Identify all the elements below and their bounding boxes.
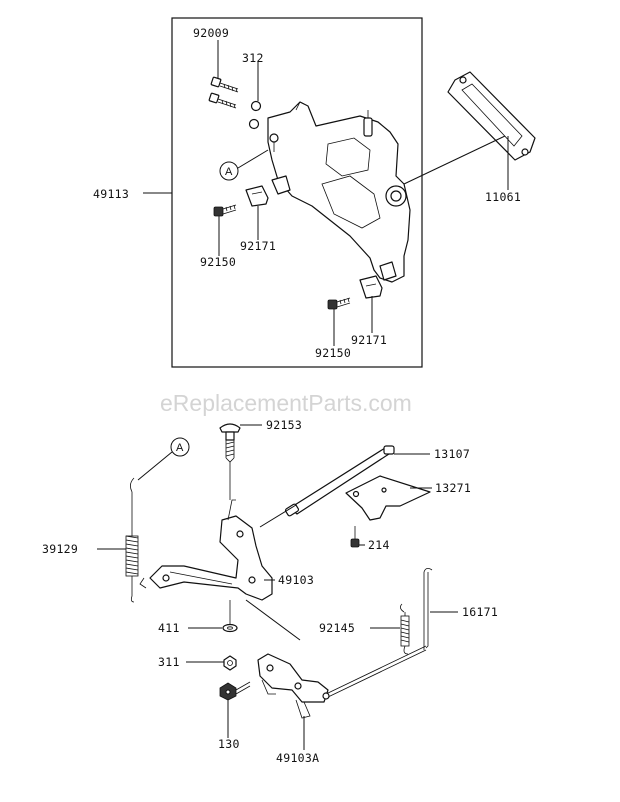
leader-11061-gasket xyxy=(403,135,506,185)
svg-text:A: A xyxy=(225,166,233,178)
label-92171-lower: 92171 xyxy=(351,333,387,347)
gasket-11061 xyxy=(447,71,536,161)
label-11061: 11061 xyxy=(485,190,521,204)
label-92145: 92145 xyxy=(319,621,355,635)
bolt-130 xyxy=(219,681,251,701)
label-130: 130 xyxy=(218,737,240,751)
washer-411 xyxy=(222,600,238,633)
label-49103: 49103 xyxy=(278,573,314,587)
label-92150-upper: 92150 xyxy=(200,255,236,269)
plate-13271 xyxy=(345,475,431,521)
control-bracket-plate xyxy=(267,101,411,283)
label-92009: 92009 xyxy=(193,26,229,40)
bolt-92009-lower xyxy=(208,92,237,109)
nut-311 xyxy=(223,655,237,671)
carriage-bolt-92153 xyxy=(219,423,241,463)
screw-92150-lower xyxy=(327,297,351,310)
nut-312 xyxy=(248,100,262,130)
svg-text:A: A xyxy=(176,442,184,454)
watermark: eReplacementParts.com xyxy=(160,390,412,416)
clip-92171-lower xyxy=(359,275,383,299)
label-92171-upper: 92171 xyxy=(240,239,276,253)
ref-marker-a-bottom: A xyxy=(137,437,190,481)
screw-214 xyxy=(350,526,360,548)
label-39129: 39129 xyxy=(42,542,78,556)
bolt-92009-upper xyxy=(210,76,239,93)
ref-marker-a-top: A xyxy=(219,149,269,181)
spring-92145 xyxy=(400,603,410,655)
label-16171: 16171 xyxy=(462,605,498,619)
lever-link-49103A xyxy=(257,653,329,719)
screw-92150-upper xyxy=(213,204,237,217)
leader-lever-link xyxy=(245,599,301,641)
label-49113: 49113 xyxy=(93,187,129,201)
label-13107: 13107 xyxy=(434,447,470,461)
label-311: 311 xyxy=(158,655,180,669)
control-shaft-13107 xyxy=(284,445,395,517)
label-92150-lower: 92150 xyxy=(315,346,351,360)
label-92153: 92153 xyxy=(266,418,302,432)
label-312: 312 xyxy=(242,51,264,65)
leader-shaft-lever xyxy=(259,504,297,528)
control-lever-49103 xyxy=(139,462,273,601)
governor-spring-39129 xyxy=(125,477,139,603)
label-214: 214 xyxy=(368,538,390,552)
clip-92171-upper xyxy=(245,185,269,207)
label-411: 411 xyxy=(158,621,180,635)
control-rod-16171 xyxy=(322,568,433,700)
label-49103A: 49103A xyxy=(276,751,319,765)
label-13271: 13271 xyxy=(435,481,471,495)
